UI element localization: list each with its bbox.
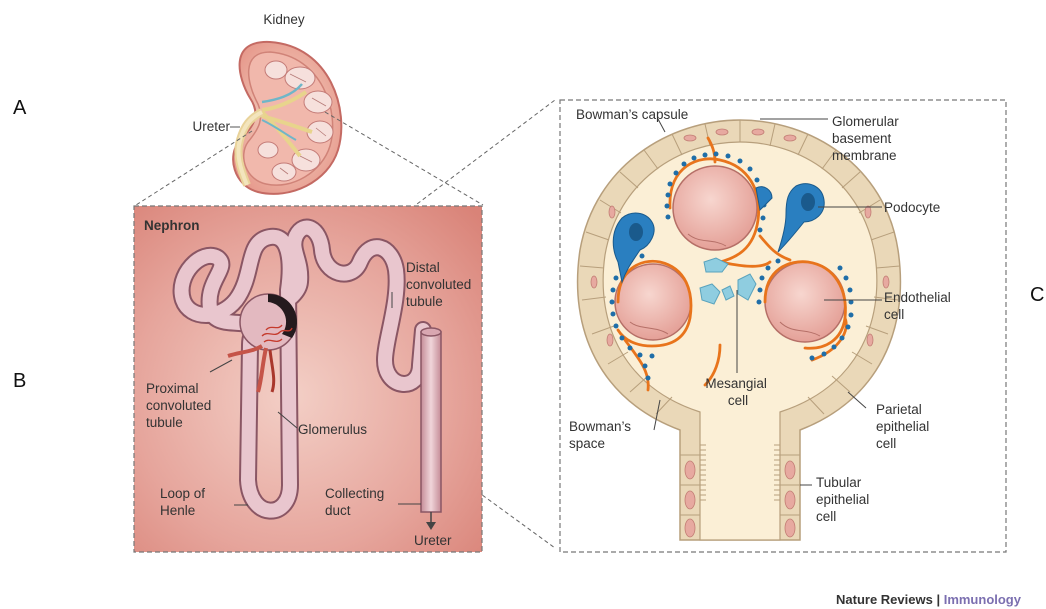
kidney-ureter-label: Ureter: [192, 119, 230, 134]
credit-line: Nature Reviews | Immunology: [836, 592, 1022, 607]
label-ureter: Ureter: [414, 533, 452, 548]
nephron-title: Nephron: [144, 218, 200, 233]
label-podocyte: Podocyte: [884, 200, 940, 215]
label-bowmans-capsule: Bowman’s capsule: [576, 107, 688, 122]
label-gbm: Glomerular basement membrane: [832, 114, 903, 163]
label-glomerulus: Glomerulus: [298, 422, 367, 437]
collecting-duct: [421, 332, 441, 512]
glomerulus-detail-panel: Bowman’s capsule Glomerular basement mem…: [560, 100, 1006, 552]
kidney-title: Kidney: [263, 12, 305, 27]
nephron-panel: Nephron: [134, 206, 482, 552]
kidney-illustration: Ureter Kidney: [192, 12, 341, 194]
